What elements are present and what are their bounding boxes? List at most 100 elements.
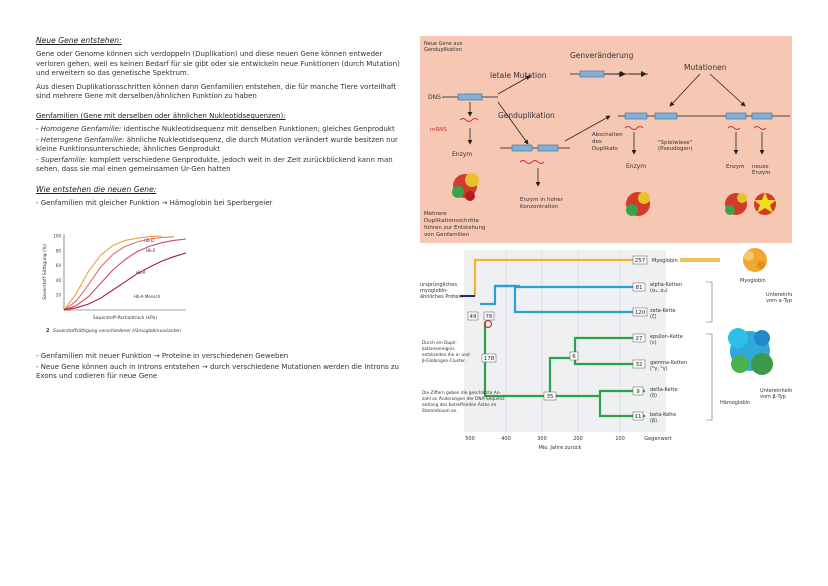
label-note1-2: kationsereignis	[422, 346, 455, 352]
mrna-left-wave	[624, 126, 644, 130]
mehrere-4: von Genfamilien	[424, 232, 470, 238]
y-tick-80: 80	[56, 248, 62, 253]
myoglobin-molecule	[743, 248, 767, 272]
label-delta-2: (δ)	[650, 393, 657, 399]
branch-beta-root	[483, 322, 550, 398]
series-hb-a	[63, 238, 187, 311]
duplication-svg: Neue Gene aus Genduplikation DNS mRNS En…	[424, 41, 790, 238]
duplication-marker	[483, 319, 493, 329]
label-epsilon-1: epsilon-Kette	[650, 334, 683, 340]
series-hb-e	[63, 236, 174, 311]
branch-alpha	[495, 284, 645, 289]
x-axis-label: Sauerstoff-Partialdruck (kPa)	[93, 315, 158, 321]
label-alpha-units-1: Untereinheiten	[766, 292, 792, 298]
abschalten-2: des	[592, 139, 602, 145]
section-title: Neue Gene entstehen:	[36, 36, 122, 45]
node-81: 81	[636, 285, 643, 291]
node-76: 76	[486, 314, 493, 320]
caption-number: 2	[46, 328, 50, 334]
series-label-hb-e: Hb-E	[146, 248, 156, 253]
how-heading: Wie entstehen die neuen Gene:	[36, 184, 157, 194]
label-alpha-units-2: vom α-Typ	[766, 298, 792, 304]
tick-300: 300	[537, 436, 547, 442]
gene-duplication-diagram: Neue Gene aus Genduplikation DNS mRNS En…	[420, 36, 792, 243]
node-11: 11	[635, 414, 642, 420]
label-alpha-1: alpha-Ketten	[650, 282, 682, 288]
bracket-beta	[706, 333, 713, 421]
spielwiese-2: (Pseudogen)	[658, 146, 692, 152]
label-note2-4: Stammbaum an.	[422, 408, 458, 414]
enzym2-label: Enzym	[626, 163, 646, 170]
node-9: 9	[636, 389, 640, 395]
node-257: 257	[635, 258, 646, 264]
genveraenderung-label: Genveränderung	[570, 51, 634, 60]
neues-1: neues	[752, 164, 769, 170]
series-label-hb-a: Hb-A	[136, 270, 146, 275]
tick-500: 500	[465, 436, 475, 442]
globin-tree-svg: 257 81 120 27 32 9 11 49 76 178 6 35 Myo…	[420, 248, 803, 451]
bottom-notes: - Genfamilien mit neuer Funktion → Prote…	[36, 352, 412, 383]
branch-beta	[598, 396, 645, 418]
branch-delta	[550, 389, 645, 398]
mrna-right-wave-2	[753, 126, 767, 130]
dup-gene-2	[537, 144, 559, 152]
paragraph-genfamilies: Aus diesen Duplikationsschritten können …	[36, 82, 397, 101]
families-heading: Genfamilien (Gene mit derselben oder ähn…	[36, 111, 286, 120]
how-item: - Genfamilien mit gleicher Funktion → Hä…	[36, 198, 273, 207]
bottom-item-1: - Genfamilien mit neuer Funktion → Prote…	[36, 352, 289, 360]
mut-gene-4	[751, 112, 773, 120]
y-tick-100: 100	[53, 234, 61, 239]
label-beta-1: beta-Kette	[650, 412, 676, 418]
notes-column: Neue Gene entstehen: Gene oder Genome kö…	[36, 36, 412, 210]
abschalten-3: Duplikats	[592, 146, 618, 152]
label-epsilon-2: (ε)	[650, 340, 657, 346]
y-tick-20: 20	[56, 293, 62, 298]
node-35: 35	[547, 394, 554, 400]
y-tick-40: 40	[56, 278, 62, 283]
label-zeta-1: zeta-Kette	[650, 308, 676, 314]
label-gamma-2: (ᴳγ, ᴬγ)	[650, 366, 668, 372]
label-note1-3: entstanden die α- und	[422, 352, 470, 358]
family-item-homogen: - Homogene Genfamilie: identische Nukleo…	[36, 124, 395, 133]
label-beta-units-2: vom β-Typ	[760, 394, 786, 400]
time-axis: 500 400 300 200 100 Gegenwart Mio. Jahre…	[465, 436, 672, 451]
corner-label-2: Genduplikation	[424, 47, 462, 53]
dna-label: DNS	[428, 94, 441, 101]
label-note1-1: Durch ein Dupli-	[422, 340, 457, 346]
family-item-heterogen: - Heterogene Genfamilie: ähnliche Nukleo…	[36, 135, 398, 154]
branch-myoglobin	[473, 258, 645, 296]
node-120: 120	[635, 310, 646, 316]
protein-image-2	[626, 192, 650, 216]
mutationen-label: Mutationen	[684, 63, 727, 72]
label-haemoglobin: Hämoglobin	[720, 400, 750, 406]
blocked-mark: +	[616, 70, 623, 79]
chart-caption: Sauerstoffsättigung verschiedener Hämogl…	[53, 328, 181, 334]
neues-2: Enzym	[752, 170, 770, 176]
mut-gene-1	[624, 112, 648, 120]
globin-tree: 257 81 120 27 32 9 11 49 76 178 6 35 Myo…	[420, 246, 803, 456]
mrna-right-wave-1	[727, 126, 741, 130]
bracket-alpha	[706, 281, 713, 323]
tick-400: 400	[501, 436, 511, 442]
corner-label-1: Neue Gene aus	[424, 41, 463, 47]
tree-gridlines	[505, 250, 621, 432]
arrow-mutate	[564, 115, 611, 142]
arrow-mut-right	[709, 73, 746, 107]
haemoglobin-molecule	[728, 328, 773, 375]
mutated-gene	[579, 70, 605, 78]
enzym3-label: Enzym	[726, 164, 744, 170]
label-note2-3: entlang des betreffenden Astes im	[422, 402, 496, 408]
label-ur-3: ähnliches Protein	[420, 294, 463, 300]
label-beta-2: (β)	[650, 418, 657, 424]
node-27: 27	[636, 336, 643, 342]
enzym-label: Enzym	[452, 151, 472, 158]
label-ur-1: ursprüngliches	[420, 282, 457, 288]
label-ur-2: myoglobin-	[420, 288, 448, 294]
mrna-dup-wave	[519, 160, 545, 164]
series-label-hb-a-mensch: Hb-A Mensch	[134, 294, 161, 299]
node-labels: 257 81 120 27 32 9 11 49 76 178 6 35	[467, 255, 648, 421]
